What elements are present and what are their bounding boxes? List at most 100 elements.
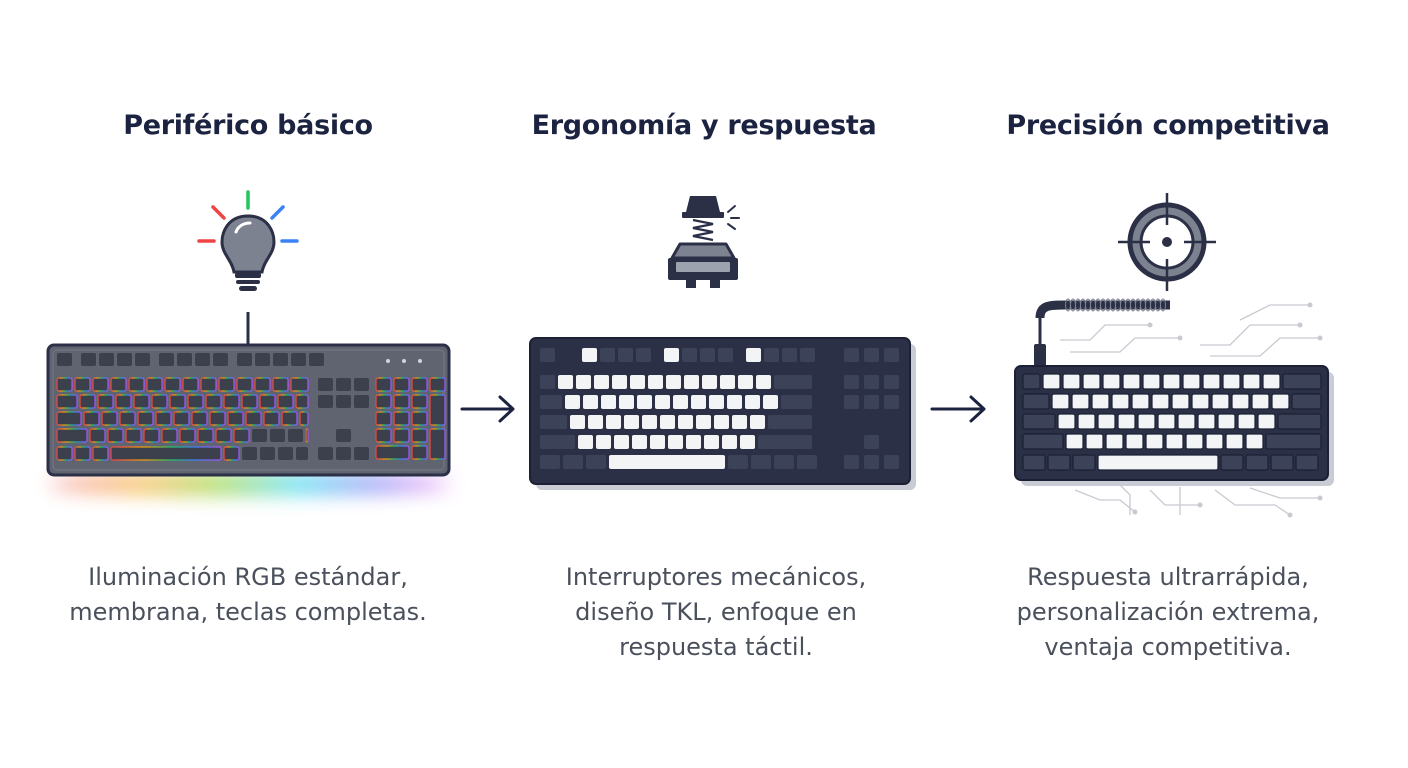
keycap — [678, 415, 693, 429]
description-line: Iluminación RGB estándar, — [88, 563, 408, 591]
coiled-cable — [1034, 298, 1170, 366]
description-line: ventaja competitiva. — [1044, 633, 1292, 661]
stage-1-description: Iluminación RGB estándar, membrana, tecl… — [28, 560, 468, 630]
keycap — [155, 411, 172, 426]
keycap — [1142, 373, 1161, 390]
keycap — [56, 394, 78, 409]
keycap — [429, 394, 446, 426]
keycap — [375, 428, 392, 443]
keycap — [764, 348, 779, 362]
keycap — [1111, 393, 1130, 410]
description-line: respuesta táctil. — [619, 633, 813, 661]
keycap — [375, 411, 392, 426]
keycap — [281, 411, 298, 426]
keycap — [117, 353, 132, 366]
keycap — [758, 435, 812, 449]
keycap — [233, 428, 250, 443]
keycap — [1022, 433, 1064, 450]
keycap — [288, 429, 303, 442]
keycap — [290, 377, 309, 392]
keycap — [270, 429, 285, 442]
keycap — [673, 395, 688, 409]
keycap — [1022, 373, 1041, 390]
keycap — [56, 411, 82, 426]
description-line: personalización extrema, — [1016, 598, 1320, 626]
keycap — [1082, 373, 1101, 390]
circuit-nodes — [1132, 302, 1323, 518]
keycap — [722, 435, 737, 449]
keycap — [1165, 433, 1184, 450]
keycap — [295, 394, 309, 409]
keycap — [632, 435, 647, 449]
keycap — [864, 435, 879, 449]
keycap — [746, 348, 761, 362]
description-line: diseño TKL, enfoque en — [575, 598, 857, 626]
keycap — [119, 411, 136, 426]
keycap — [800, 348, 815, 362]
keycap — [630, 375, 645, 389]
keycap — [1071, 393, 1090, 410]
keycap — [601, 395, 616, 409]
keycap — [596, 435, 611, 449]
keycap — [213, 353, 228, 366]
keycap — [781, 395, 812, 409]
keycap — [732, 415, 747, 429]
keycap — [576, 375, 591, 389]
keycap — [540, 348, 555, 362]
keycap — [558, 375, 573, 389]
keycap — [563, 455, 583, 469]
keycap — [179, 428, 196, 443]
keycap — [318, 447, 333, 460]
keycap — [1077, 413, 1096, 430]
keycap — [763, 395, 778, 409]
keycap — [200, 377, 217, 392]
keycap — [1242, 373, 1261, 390]
keycap — [273, 353, 288, 366]
keycap — [125, 428, 142, 443]
keycap — [393, 411, 410, 426]
stage-3-description: Respuesta ultrarrápida, personalización … — [948, 560, 1388, 665]
keycap — [614, 435, 629, 449]
keycap — [1251, 393, 1270, 410]
keycap — [1271, 393, 1290, 410]
keycap — [1125, 433, 1144, 450]
keycap — [143, 428, 160, 443]
keycap — [1262, 373, 1281, 390]
keycap — [738, 375, 753, 389]
keycap — [135, 353, 150, 366]
keycap — [682, 348, 697, 362]
keycap — [236, 377, 253, 392]
keycap — [797, 455, 817, 469]
keycap — [619, 395, 634, 409]
keycap — [56, 428, 88, 443]
keycap — [1295, 454, 1319, 471]
keycap — [782, 348, 797, 362]
keycap — [137, 411, 154, 426]
keycap — [720, 375, 735, 389]
keycap — [668, 435, 683, 449]
keycap — [609, 455, 725, 469]
keycap — [1145, 433, 1164, 450]
keycap — [173, 411, 190, 426]
keycap — [278, 447, 293, 460]
keycap — [1191, 393, 1210, 410]
keycap — [686, 435, 701, 449]
keycap — [583, 395, 598, 409]
keycap — [578, 435, 593, 449]
keycap — [1277, 413, 1322, 430]
keycap — [81, 353, 96, 366]
keycap — [1245, 433, 1264, 450]
keycap — [429, 428, 446, 460]
keycap — [1202, 373, 1221, 390]
keycap — [393, 377, 410, 392]
keycap — [195, 353, 210, 366]
keycap — [864, 375, 879, 389]
keycap — [768, 415, 812, 429]
description-line: Respuesta ultrarrápida, — [1027, 563, 1309, 591]
cable-coil — [1160, 298, 1166, 312]
arrow-right-icon — [930, 395, 986, 423]
keycap — [540, 435, 575, 449]
keycap — [83, 411, 100, 426]
